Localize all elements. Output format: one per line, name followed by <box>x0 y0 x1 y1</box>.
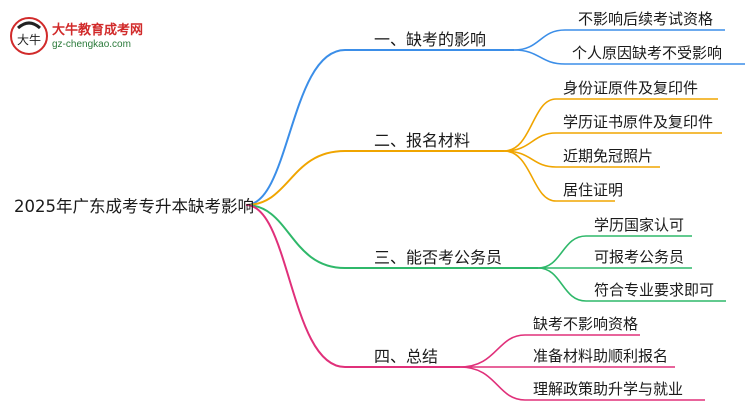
leaf-2-1: 身份证原件及复印件 <box>563 79 699 97</box>
site-logo: 大牛 <box>6 14 176 58</box>
link-b2-leaf2 <box>503 132 722 152</box>
logo-glyph: 大牛 <box>17 32 41 47</box>
link-b1-leaf1 <box>513 29 725 51</box>
branch-label-4: 四、总结 <box>374 347 439 366</box>
ox-logo-icon: 大牛 <box>10 17 48 55</box>
link-b3-leaf3 <box>537 267 726 302</box>
link-root-branch3 <box>245 204 538 269</box>
link-b2-leaf1 <box>503 98 718 152</box>
branch-label-3: 三、能否考公务员 <box>374 248 503 267</box>
leaf-2-4: 居住证明 <box>563 181 624 199</box>
leaf-3-2: 可报考公务员 <box>594 248 685 266</box>
leaf-4-1: 缺考不影响资格 <box>533 315 639 333</box>
leaf-4-3: 理解政策助升学与就业 <box>533 380 684 398</box>
leaf-2-2: 学历证书原件及复印件 <box>563 113 714 131</box>
branch-label-1: 一、缺考的影响 <box>374 30 487 49</box>
link-b3-leaf1 <box>537 235 692 269</box>
leaf-1-2: 个人原因缺考不受影响 <box>572 44 723 62</box>
leaf-2-3: 近期免冠照片 <box>563 147 654 165</box>
link-root-branch2 <box>245 150 504 206</box>
link-b4-leaf1 <box>459 334 640 368</box>
leaf-4-2: 准备材料助顺利报名 <box>533 347 669 365</box>
branch-label-2: 二、报名材料 <box>374 131 471 150</box>
link-root-branch1 <box>245 49 514 206</box>
logo-site-name: 大牛教育成考网 <box>52 23 144 38</box>
leaf-1-1: 不影响后续考试资格 <box>578 10 714 28</box>
leaf-3-1: 学历国家认可 <box>594 216 685 234</box>
leaf-3-3: 符合专业要求即可 <box>594 281 715 299</box>
link-b2-leaf4 <box>503 150 615 202</box>
link-b4-leaf3 <box>459 366 705 401</box>
root-node: 2025年广东成考专升本缺考影响 <box>14 197 254 216</box>
logo-url: gz-chengkao.com <box>52 39 131 50</box>
link-root-branch4 <box>245 204 460 368</box>
link-b1-leaf2 <box>513 49 745 65</box>
link-b2-leaf3 <box>503 150 660 168</box>
